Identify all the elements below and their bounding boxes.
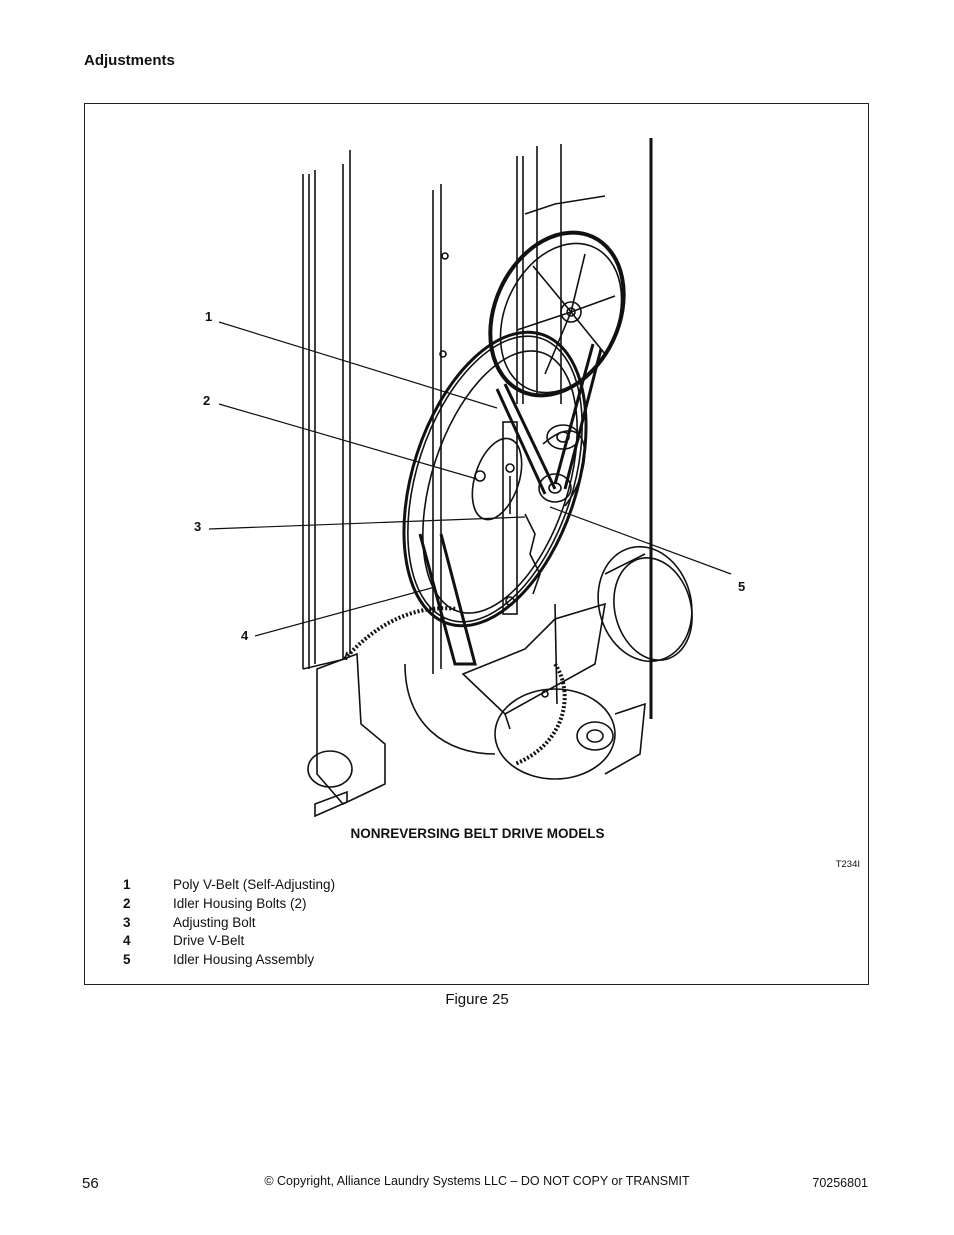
callout-5: 5: [738, 579, 746, 594]
figure-box: 1 2 3 4 5 NONREVERSING BELT DRIVE MODELS…: [84, 103, 869, 985]
callout-2: 2: [203, 393, 211, 408]
belt-drive-illustration: [208, 138, 732, 818]
callout-1: 1: [205, 309, 213, 324]
legend-item: 4 Drive V-Belt: [123, 932, 335, 951]
page-number: 56: [82, 1175, 99, 1192]
callout-3: 3: [194, 519, 202, 534]
idler-pulley-upper: [546, 424, 580, 450]
legend-item: 1 Poly V-Belt (Self-Adjusting): [123, 876, 335, 895]
callout-leader-3: [208, 516, 526, 530]
legend-item: 3 Adjusting Bolt: [123, 914, 335, 933]
callout-leader-5: [549, 506, 732, 575]
conduit: [343, 606, 458, 661]
callout-leader-2: [218, 403, 478, 480]
legend-label: Poly V-Belt (Self-Adjusting): [173, 877, 336, 892]
legend-label: Idler Housing Assembly: [173, 952, 315, 968]
idler-pulley-lower: [538, 473, 572, 503]
callout-4: 4: [241, 628, 249, 643]
legend-number: 5: [123, 952, 131, 968]
figure-number-label: Figure 25: [445, 991, 509, 1008]
drive-belt: [418, 533, 477, 666]
legend-label: Idler Housing Bolts (2): [173, 895, 307, 911]
poly-v-belt: [495, 383, 557, 495]
legend-number: 2: [123, 895, 131, 911]
figure-caption: NONREVERSING BELT DRIVE MODELS: [350, 826, 605, 841]
document-number: 70256801: [812, 1176, 868, 1190]
upper-pulley: [488, 230, 626, 398]
motor: [494, 688, 616, 780]
legend-number: 4: [123, 933, 131, 949]
copyright-notice: © Copyright, Alliance Laundry Systems LL…: [264, 1174, 690, 1188]
figure-code: T234I: [835, 859, 860, 870]
callout-leader-1: [218, 321, 498, 409]
figure-legend: 1 Poly V-Belt (Self-Adjusting) 2 Idler H…: [123, 876, 335, 970]
section-title: Adjustments: [84, 52, 175, 69]
callout-leader-4: [254, 586, 436, 637]
drive-pulley: [407, 335, 583, 623]
legend-item: 2 Idler Housing Bolts (2): [123, 895, 335, 914]
legend-number: 3: [123, 914, 131, 930]
legend-number: 1: [123, 877, 131, 892]
legend-item: 5 Idler Housing Assembly: [123, 951, 335, 970]
lower-bracket: [316, 652, 386, 805]
legend-label: Drive V-Belt: [173, 933, 245, 949]
legend-label: Adjusting Bolt: [173, 914, 256, 930]
